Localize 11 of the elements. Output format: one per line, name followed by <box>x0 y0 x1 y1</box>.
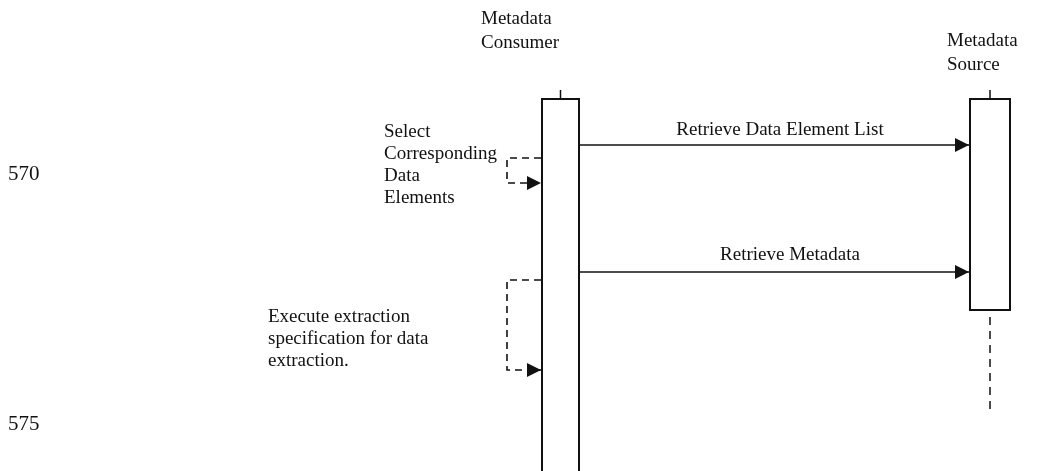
edge-label: Retrieve Data Element List <box>675 118 885 140</box>
message-arrow <box>579 265 970 279</box>
message-arrow <box>579 138 970 152</box>
edge-label: Retrieve Metadata <box>719 243 861 265</box>
self-message-arrow <box>506 279 542 377</box>
edge-label: Execute extraction specification for data extraction. <box>268 305 430 371</box>
line-number: 570 <box>8 162 40 184</box>
lifeline-heading: Metadata Source <box>947 28 1019 76</box>
lifeline-heading: Metadata Consumer <box>481 6 561 54</box>
self-message-arrow <box>506 157 542 190</box>
line-number: 575 <box>8 412 40 434</box>
